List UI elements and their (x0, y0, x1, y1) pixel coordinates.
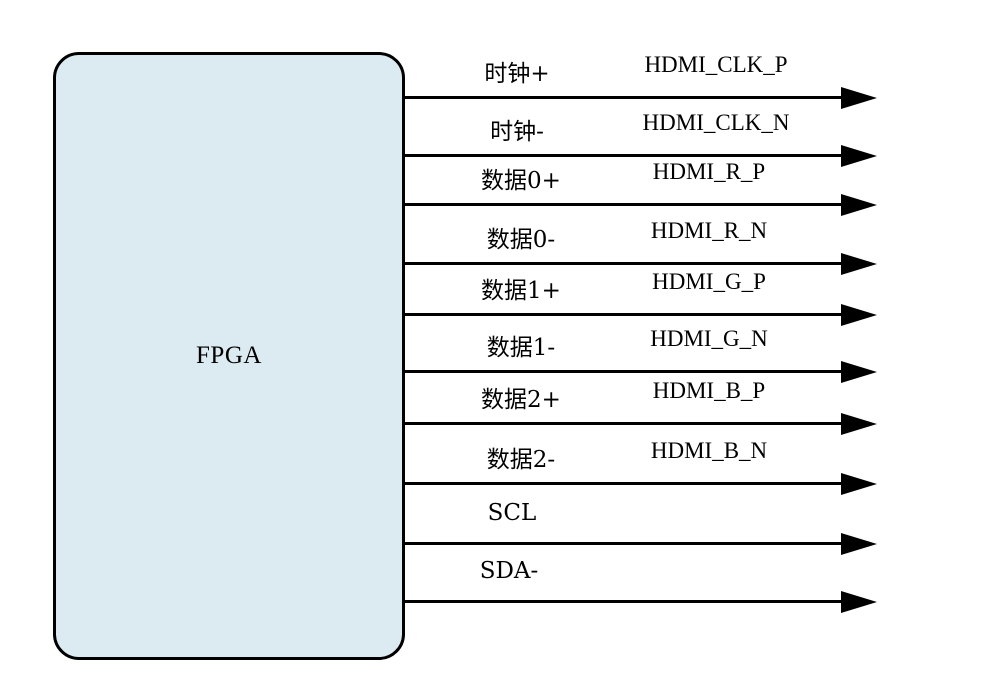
signal-label-cn: 数据2- (486, 447, 556, 473)
signal-label-en: HDMI_B_P (652, 378, 766, 403)
signal-label-en: HDMI_R_N (650, 218, 768, 243)
arrow-head-icon (841, 86, 877, 109)
signal-label-en: HDMI_G_P (652, 269, 766, 294)
signal-label-cn: SCL (487, 500, 537, 526)
signal-label-cn: 数据2+ (481, 387, 561, 413)
signal-line (405, 422, 842, 425)
arrow-head-icon (841, 303, 877, 326)
arrow-head-icon (841, 532, 877, 555)
arrow-head-icon (841, 590, 877, 613)
signal-label-en: HDMI_CLK_P (644, 52, 788, 77)
signal-line (405, 203, 842, 206)
arrow-head-icon (841, 193, 877, 216)
signal-label-en: HDMI_CLK_N (642, 110, 790, 135)
signal-label-cn: 数据1+ (481, 278, 561, 304)
signal-label-cn: 时钟+ (484, 61, 550, 87)
signal-label-en: HDMI_R_P (652, 159, 766, 184)
arrow-head-icon (841, 144, 877, 167)
signal-line (405, 482, 842, 485)
signal-line (405, 96, 842, 99)
signal-label-cn: SDA- (479, 558, 539, 584)
signal-label-cn: 数据0- (486, 227, 556, 253)
arrow-head-icon (841, 472, 877, 495)
arrow-head-icon (841, 360, 877, 383)
signal-line (405, 313, 842, 316)
signal-label-en: HDMI_B_N (650, 438, 768, 463)
signal-label-cn: 数据1- (486, 335, 556, 361)
arrow-head-icon (841, 412, 877, 435)
arrow-head-icon (841, 252, 877, 275)
signal-label-en: HDMI_G_N (650, 326, 768, 351)
signal-line (405, 542, 842, 545)
signal-line (405, 154, 842, 157)
signal-line (405, 370, 842, 373)
fpga-block: FPGA (53, 52, 405, 660)
signal-line (405, 600, 842, 603)
signal-label-cn: 时钟- (490, 119, 544, 145)
fpga-block-label: FPGA (196, 342, 262, 369)
signal-line (405, 262, 842, 265)
signal-label-cn: 数据0+ (481, 168, 561, 194)
